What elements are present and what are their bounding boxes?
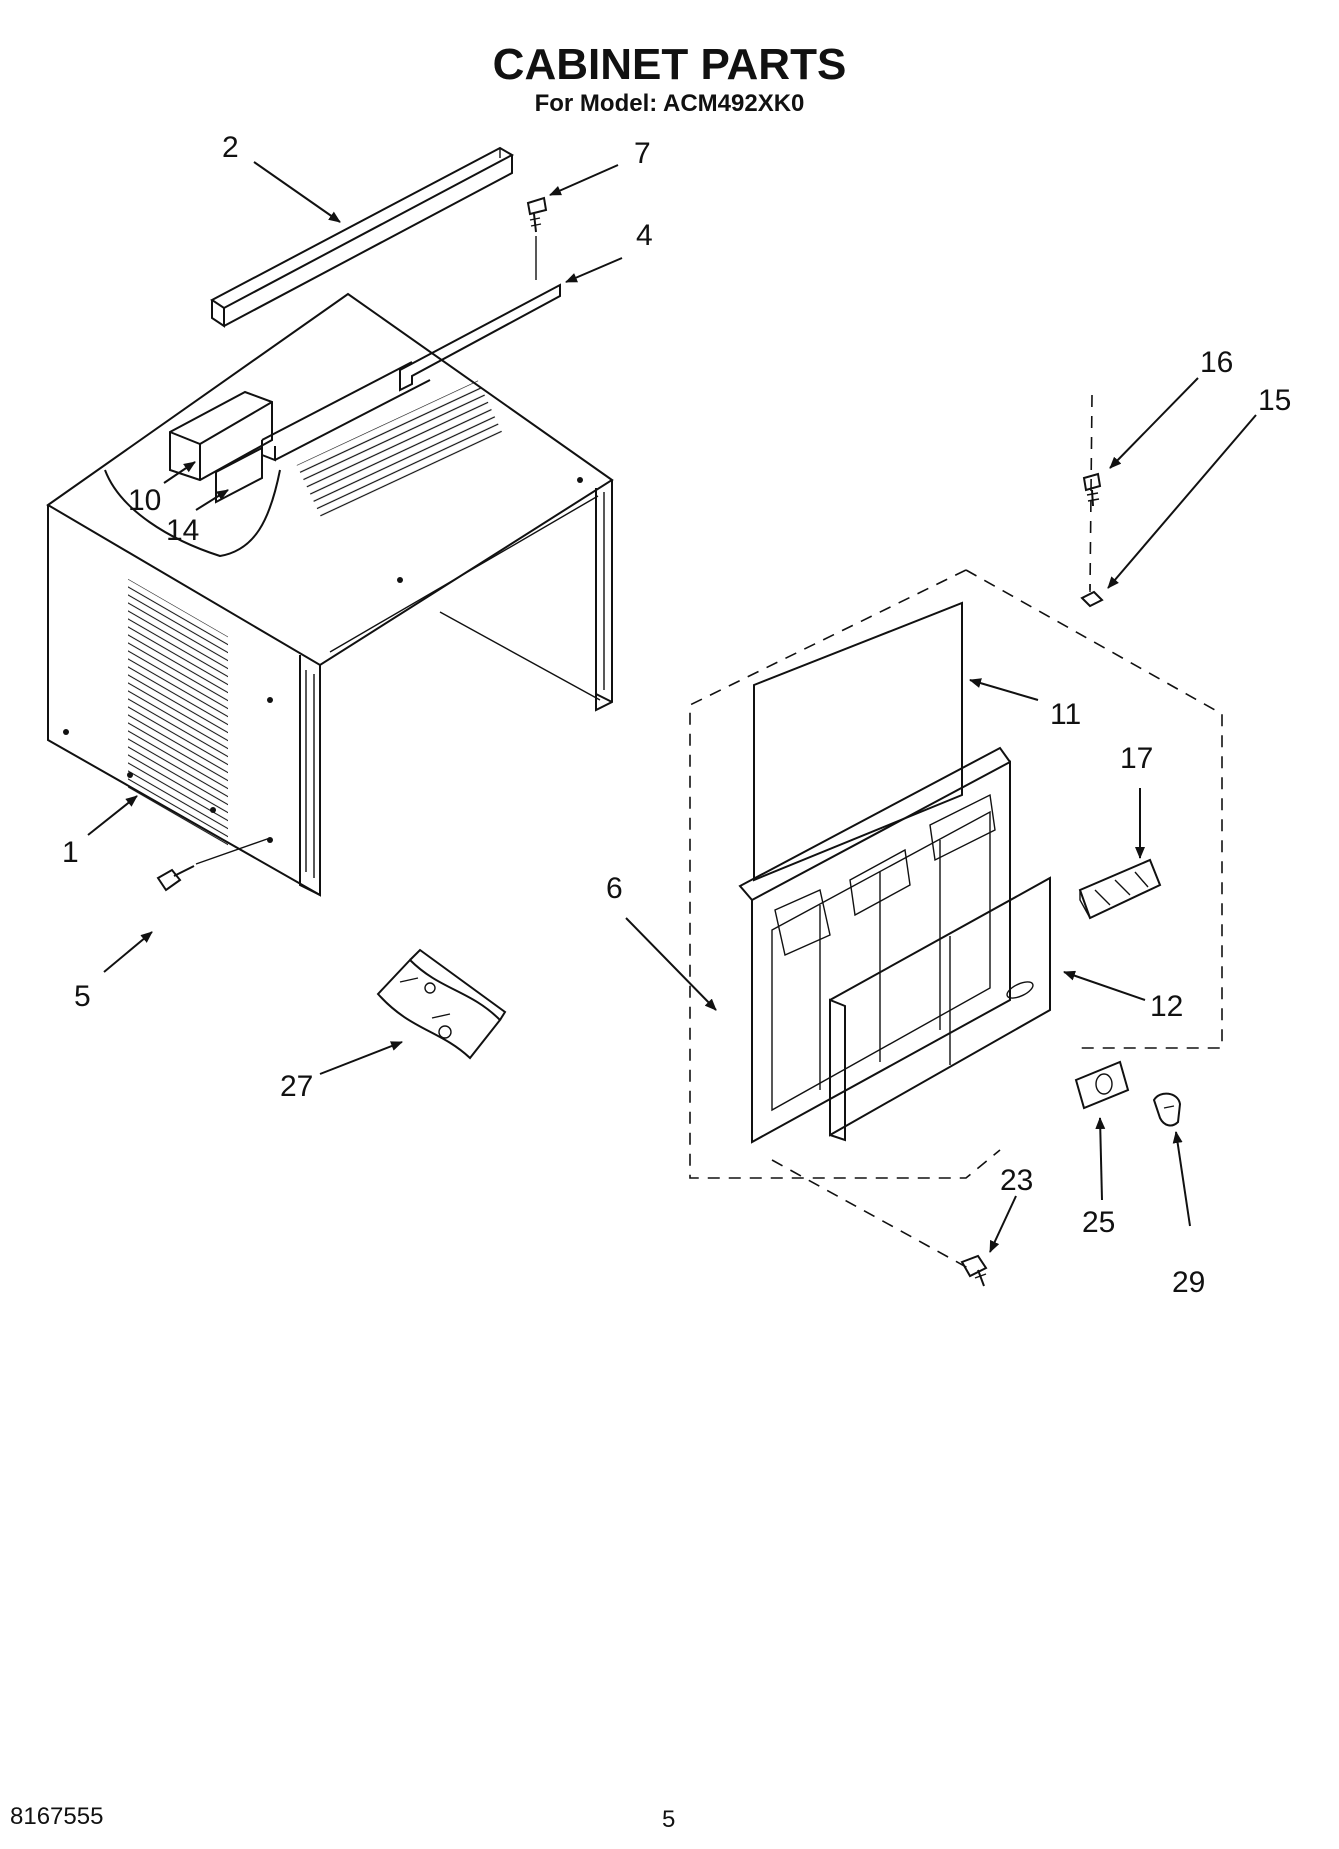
callout-2: 2 — [222, 131, 239, 164]
screw-part-5 — [156, 837, 271, 892]
front-grille-part — [829, 876, 1051, 1142]
top-rail-part — [210, 146, 515, 328]
bracket-kit-part — [376, 948, 507, 1060]
page-number: 5 — [662, 1806, 676, 1833]
callout-5: 5 — [74, 980, 91, 1013]
document-number: 8167555 — [10, 1803, 104, 1830]
callout-11: 11 — [1050, 698, 1081, 731]
screw-part-16 — [1082, 472, 1102, 507]
callout-14: 14 — [166, 514, 199, 547]
model-subtitle: For Model: ACM492XK0 — [534, 90, 805, 117]
front-assembly-outline — [689, 394, 1223, 1269]
callout-1: 1 — [62, 836, 79, 869]
callout-17: 17 — [1120, 742, 1153, 775]
callout-23: 23 — [1000, 1164, 1033, 1197]
callout-12: 12 — [1150, 990, 1183, 1023]
leader-arrows — [87, 161, 1257, 1253]
foam-block-parts — [169, 390, 273, 504]
screw-part-23 — [960, 1254, 988, 1287]
cabinet-shell-part — [46, 292, 614, 897]
bracket-strip-part — [261, 283, 561, 462]
callout-4: 4 — [636, 219, 653, 252]
callout-labels: 2 7 4 10 14 1 5 27 16 15 11 17 12 6 23 2… — [62, 131, 1291, 1299]
filter-mesh-part — [753, 601, 963, 882]
louver-part-17 — [1078, 858, 1162, 920]
callout-29: 29 — [1172, 1266, 1205, 1299]
knob-part-29 — [1152, 1092, 1182, 1127]
screw-part-7 — [526, 196, 548, 280]
callout-7: 7 — [634, 137, 651, 170]
clip-part-25 — [1074, 1060, 1130, 1110]
clip-part-15 — [1080, 584, 1104, 608]
callout-16: 16 — [1200, 346, 1233, 379]
callout-25: 25 — [1082, 1206, 1115, 1239]
callout-27: 27 — [280, 1070, 313, 1103]
callout-10: 10 — [128, 484, 161, 517]
page-title: CABINET PARTS — [492, 40, 847, 89]
front-frame-part — [738, 746, 1011, 1144]
callout-6: 6 — [606, 872, 623, 905]
callout-15: 15 — [1258, 384, 1291, 417]
